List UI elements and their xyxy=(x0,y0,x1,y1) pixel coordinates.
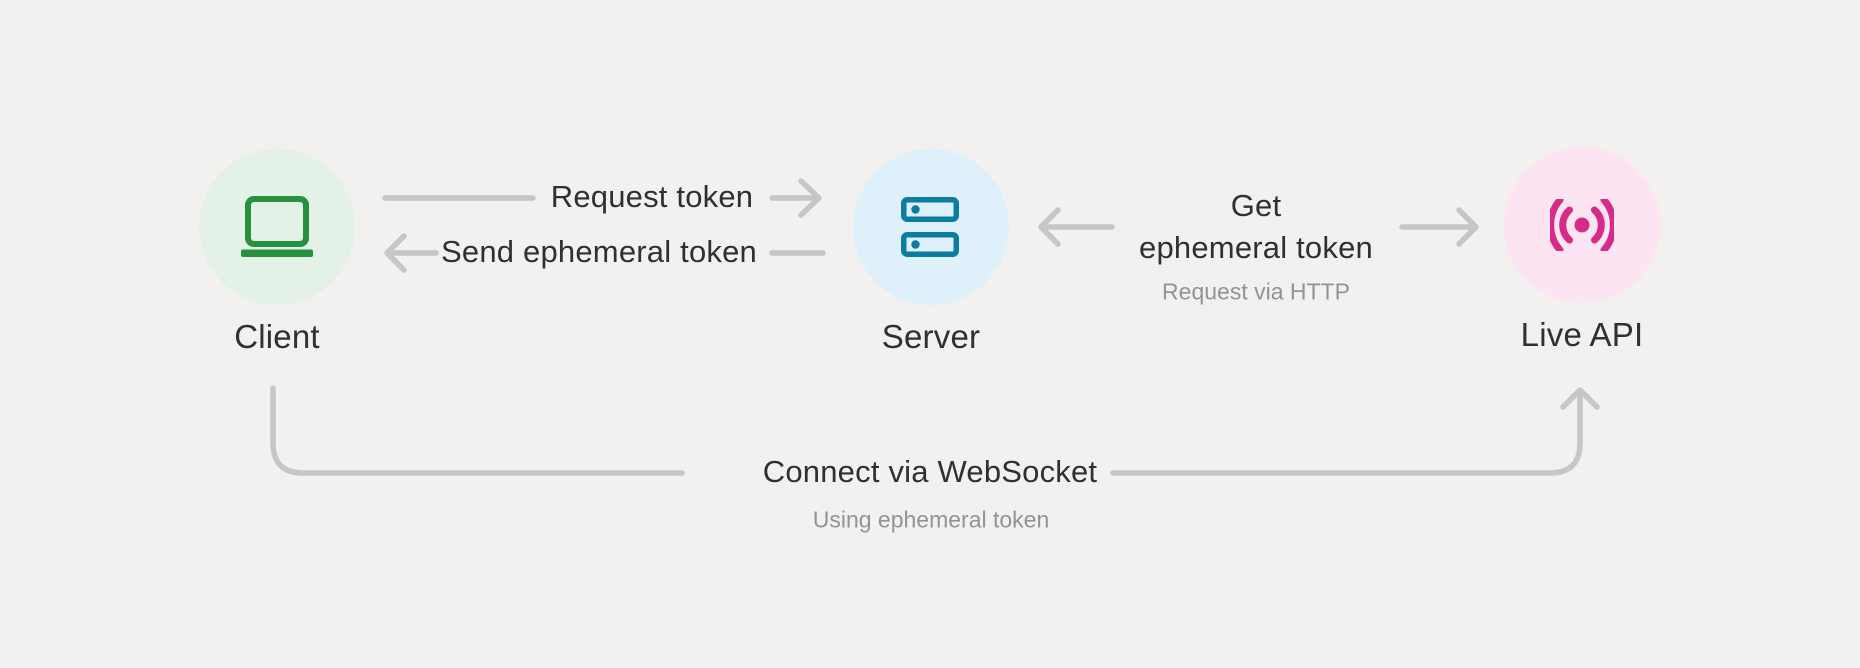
server-icon xyxy=(901,197,959,257)
connect-websocket-sublabel: Using ephemeral token xyxy=(812,506,1050,533)
get-token-right-arrow xyxy=(1399,207,1479,247)
request-token-arrow xyxy=(769,178,822,218)
get-ephemeral-token-label-line1: Get xyxy=(1230,188,1282,223)
get-token-left-arrow xyxy=(1038,207,1115,247)
client-label: Client xyxy=(234,318,320,355)
request-token-label: Request token xyxy=(550,179,754,214)
live-broadcast-icon xyxy=(1550,199,1614,251)
node-live-api xyxy=(1504,147,1660,303)
get-ephemeral-token-label-line2: ephemeral token xyxy=(1139,230,1373,265)
get-ephemeral-token-label: Get ephemeral token xyxy=(1096,185,1416,269)
connect-websocket-label: Connect via WebSocket xyxy=(762,454,1098,489)
node-client xyxy=(199,149,355,305)
server-label: Server xyxy=(881,318,981,355)
node-server xyxy=(853,149,1009,305)
send-ephemeral-token-arrow xyxy=(384,233,439,273)
live-api-label: Live API xyxy=(1520,316,1644,353)
laptop-icon xyxy=(241,196,313,257)
websocket-path-right xyxy=(1110,389,1583,476)
websocket-up-arrowhead xyxy=(1560,387,1600,410)
send-ephemeral-token-label: Send ephemeral token xyxy=(441,234,757,269)
websocket-path-left xyxy=(270,385,685,476)
get-ephemeral-token-sublabel: Request via HTTP xyxy=(1162,278,1350,305)
